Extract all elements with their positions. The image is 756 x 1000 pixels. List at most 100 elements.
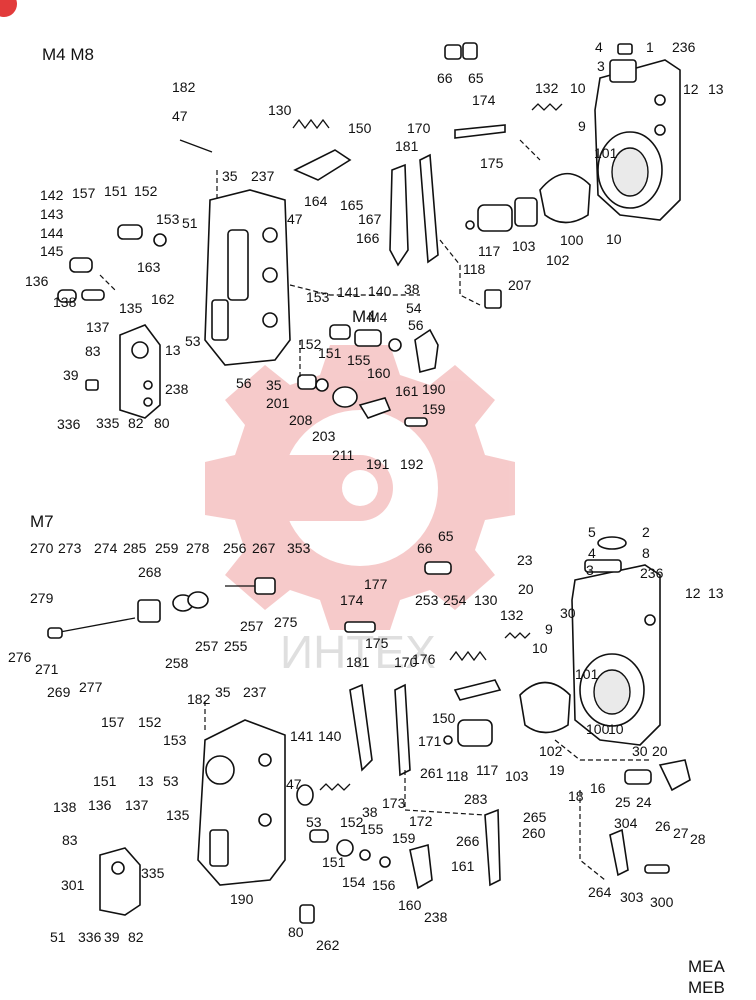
bottom-callout-82: 82 (128, 929, 144, 945)
bottom-callout-263: 263 (0, 0, 24, 3)
corner-badge (0, 0, 17, 17)
bottom-callout-276: 276 (8, 649, 32, 665)
bottom-callout-161: 161 (451, 858, 475, 874)
bottom-callout-28: 28 (690, 831, 706, 847)
bottom-callout-39: 39 (104, 929, 120, 945)
top-callout-13: 13 (165, 342, 181, 358)
bottom-callout-153: 153 (163, 732, 187, 748)
bottom-callout-237: 237 (243, 684, 267, 700)
bottom-callout-27: 27 (673, 825, 689, 841)
bottom-callout-132: 132 (500, 607, 524, 623)
top-callout-238: 238 (165, 381, 189, 397)
top-callout-12: 12 (683, 81, 699, 97)
bottom-callout-267: 267 (252, 540, 276, 556)
top-callout-4: 4 (595, 39, 603, 55)
top-callout-153: 153 (156, 211, 180, 227)
bottom-callout-257: 257 (195, 638, 219, 654)
bottom-callout-152: 152 (138, 714, 162, 730)
bottom-callout-182: 182 (187, 691, 211, 707)
bottom-callout-283: 283 (464, 791, 488, 807)
bottom-callout-335: 335 (141, 865, 165, 881)
top-section-drawing (57, 42, 681, 427)
top-callout-35: 35 (266, 377, 282, 393)
top-callout-164: 164 (304, 193, 328, 209)
bottom-callout-13: 13 (138, 773, 154, 789)
corner-label-mea: MEA (688, 957, 726, 976)
top-callout-54: 54 (406, 300, 422, 316)
bottom-callout-26: 26 (655, 818, 671, 834)
top-callout-335: 335 (96, 415, 120, 431)
top-callout-192: 192 (400, 456, 424, 472)
top-callout-132: 132 (535, 80, 559, 96)
bottom-callout-304: 304 (614, 815, 638, 831)
bottom-callout-30: 30 (560, 605, 576, 621)
top-callout-66: 66 (437, 70, 453, 86)
bottom-callout-16: 16 (590, 780, 606, 796)
top-callout-159: 159 (422, 401, 446, 417)
bottom-callout-100: 100 (586, 721, 610, 737)
top-callout-83: 83 (85, 343, 101, 359)
bottom-callout-24: 24 (636, 794, 652, 810)
top-callout-160: 160 (367, 365, 391, 381)
bottom-callout-303: 303 (620, 889, 644, 905)
top-callout-166: 166 (356, 230, 380, 246)
bottom-callout-12: 12 (685, 585, 701, 601)
bottom-callout-20: 20 (652, 743, 668, 759)
top-callout-237: 237 (251, 168, 275, 184)
bottom-callout-256: 256 (223, 540, 247, 556)
bottom-callout-154: 154 (342, 874, 366, 890)
bottom-callout-118: 118 (446, 768, 469, 784)
inline-label-m4: M4 (352, 307, 376, 326)
top-callout-13: 13 (708, 81, 724, 97)
top-callout-157: 157 (72, 185, 96, 201)
top-callout-155: 155 (347, 352, 371, 368)
top-callout-207: 207 (508, 277, 532, 293)
top-callout-3: 3 (597, 58, 605, 74)
top-callout-53: 53 (185, 333, 201, 349)
bottom-callout-236: 236 (640, 565, 664, 581)
top-callout-142: 142 (40, 187, 64, 203)
top-callout-174: 174 (472, 92, 496, 108)
bottom-callout-159: 159 (392, 830, 416, 846)
bottom-callout-301: 301 (61, 877, 85, 893)
top-callout-203: 203 (312, 428, 336, 444)
bottom-callout-173: 173 (382, 795, 406, 811)
top-callout-182: 182 (172, 79, 196, 95)
top-callout-151: 151 (104, 183, 128, 199)
top-callout-162: 162 (151, 291, 175, 307)
top-callout-336: 336 (57, 416, 81, 432)
top-callout-190: 190 (422, 381, 446, 397)
top-callout-82: 82 (128, 415, 144, 431)
top-callout-137: 137 (86, 319, 110, 335)
bottom-callout-18: 18 (568, 788, 584, 804)
bottom-callout-53: 53 (163, 773, 179, 789)
bottom-callout-181: 181 (346, 654, 370, 670)
top-callout-236: 236 (672, 39, 696, 55)
bottom-callout-10: 10 (608, 721, 624, 737)
top-callout-135: 135 (119, 300, 143, 316)
bottom-callout-336: 336 (78, 929, 102, 945)
bottom-callout-277: 277 (79, 679, 103, 695)
top-callout-38: 38 (404, 281, 420, 297)
bottom-callout-175: 175 (365, 635, 389, 651)
bottom-callout-269: 269 (47, 684, 71, 700)
top-callout-10: 10 (570, 80, 586, 96)
corner-label-meb: MEB (688, 978, 725, 997)
bottom-callout-141: 141 (290, 728, 314, 744)
top-callout-211: 211 (332, 447, 355, 463)
section-title-bottom: M7 (30, 512, 54, 531)
top-callout-56: 56 (408, 317, 424, 333)
bottom-callout-273: 273 (58, 540, 82, 556)
bottom-callout-51: 51 (50, 929, 66, 945)
top-callout-102: 102 (546, 252, 570, 268)
top-callout-145: 145 (40, 243, 64, 259)
top-callout-141: 141 (337, 284, 361, 300)
bottom-callout-155: 155 (360, 821, 384, 837)
bottom-callout-260: 260 (522, 825, 546, 841)
bottom-callout-266: 266 (456, 833, 480, 849)
bottom-callout-35: 35 (215, 684, 231, 700)
bottom-callout-176: 176 (412, 651, 436, 667)
top-callout-191: 191 (366, 456, 390, 472)
bottom-callout-3: 3 (586, 562, 594, 578)
